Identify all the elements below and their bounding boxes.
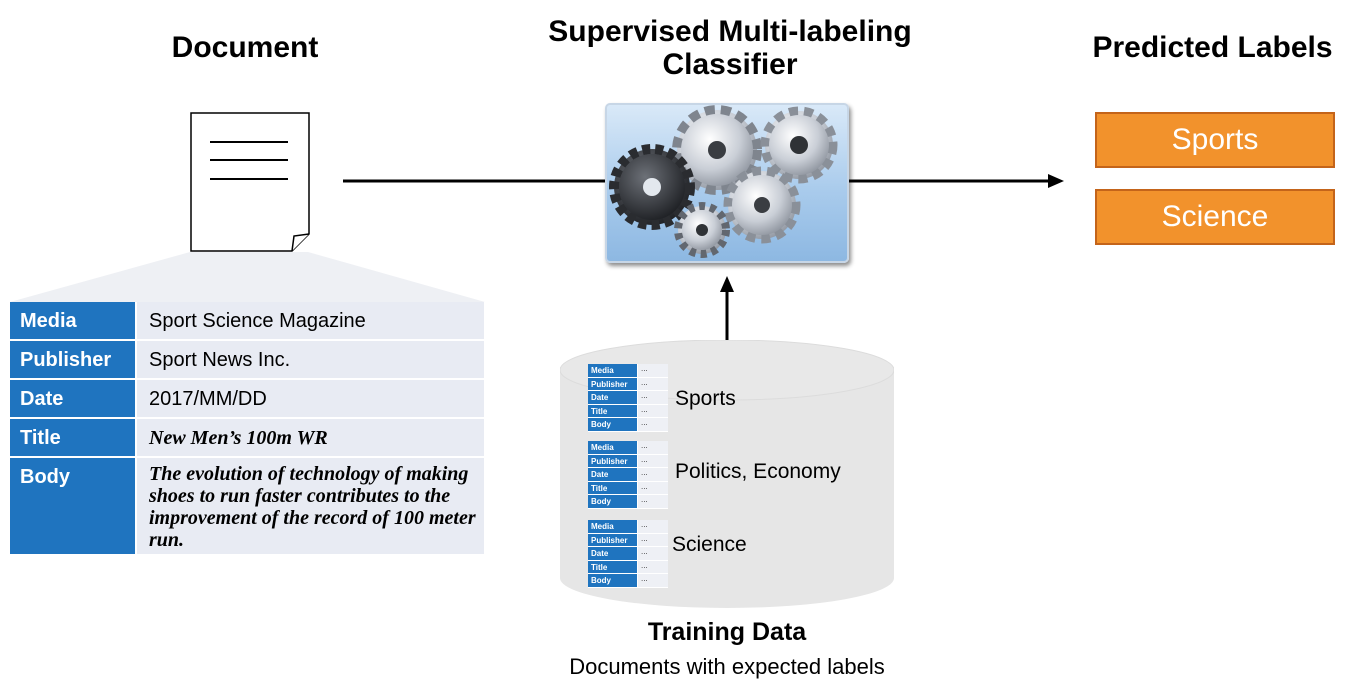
mini-key: Title [588, 481, 638, 495]
mini-key: Publisher [588, 533, 638, 547]
mini-value: ... [638, 481, 668, 495]
training-data-subtitle: Documents with expected labels [569, 654, 885, 679]
mini-key: Media [588, 520, 638, 534]
mini-value: ... [638, 418, 668, 432]
mini-value: ... [638, 377, 668, 391]
classifier-heading-line2: Classifier [662, 48, 798, 81]
mini-key: Media [588, 441, 638, 455]
mini-key: Title [588, 404, 638, 418]
mini-value: ... [638, 495, 668, 509]
classifier-gears-panel [605, 103, 849, 263]
metadata-key: Date [10, 380, 137, 419]
mini-value: ... [638, 468, 668, 482]
training-group-label-politics: Politics, Economy [675, 460, 841, 483]
metadata-value: The evolution of technology of making sh… [137, 458, 484, 556]
metadata-value: Sport Science Magazine [137, 302, 484, 341]
classifier-heading: Supervised Multi-labeling Classifier [505, 15, 955, 81]
mini-key: Body [588, 418, 638, 432]
training-data-title: Training Data [647, 618, 807, 646]
training-doc-sports: Media... Publisher... Date... Title... B… [588, 364, 668, 432]
mini-value: ... [638, 391, 668, 405]
predicted-label-science: Science [1095, 189, 1335, 245]
mini-value: ... [638, 547, 668, 561]
zoom-shading [10, 252, 485, 302]
mini-value: ... [638, 533, 668, 547]
mini-key: Date [588, 391, 638, 405]
predicted-labels-heading: Predicted Labels [1092, 31, 1333, 64]
metadata-key: Media [10, 302, 137, 341]
training-doc-science: Media... Publisher... Date... Title... B… [588, 520, 668, 588]
mini-key: Media [588, 364, 638, 378]
metadata-value: New Men’s 100m WR [137, 419, 484, 458]
mini-value: ... [638, 441, 668, 455]
metadata-row-title: Title New Men’s 100m WR [10, 419, 484, 458]
mini-value: ... [638, 404, 668, 418]
arrowhead-up [720, 276, 734, 292]
mini-key: Body [588, 574, 638, 588]
metadata-key: Publisher [10, 341, 137, 380]
mini-value: ... [638, 560, 668, 574]
metadata-key: Title [10, 419, 137, 458]
mini-value: ... [638, 574, 668, 588]
metadata-row-publisher: Publisher Sport News Inc. [10, 341, 484, 380]
mini-value: ... [638, 454, 668, 468]
mini-key: Date [588, 468, 638, 482]
document-icon [190, 112, 310, 252]
mini-key: Body [588, 495, 638, 509]
mini-key: Publisher [588, 377, 638, 391]
classifier-heading-line1: Supervised Multi-labeling [548, 15, 912, 48]
gears-icon [609, 105, 838, 258]
metadata-value: Sport News Inc. [137, 341, 484, 380]
metadata-key: Body [10, 458, 137, 556]
metadata-row-date: Date 2017/MM/DD [10, 380, 484, 419]
mini-value: ... [638, 364, 668, 378]
document-metadata-table: Media Sport Science Magazine Publisher S… [10, 302, 484, 556]
document-heading: Document [171, 31, 319, 64]
arrowhead-right [1048, 174, 1064, 188]
training-group-label-sports: Sports [675, 387, 736, 410]
mini-value: ... [638, 520, 668, 534]
metadata-row-body: Body The evolution of technology of maki… [10, 458, 484, 556]
metadata-row-media: Media Sport Science Magazine [10, 302, 484, 341]
mini-key: Date [588, 547, 638, 561]
mini-key: Publisher [588, 454, 638, 468]
mini-key: Title [588, 560, 638, 574]
training-doc-politics: Media... Publisher... Date... Title... B… [588, 441, 668, 509]
training-group-label-science: Science [672, 533, 747, 556]
metadata-value: 2017/MM/DD [137, 380, 484, 419]
predicted-label-sports: Sports [1095, 112, 1335, 168]
